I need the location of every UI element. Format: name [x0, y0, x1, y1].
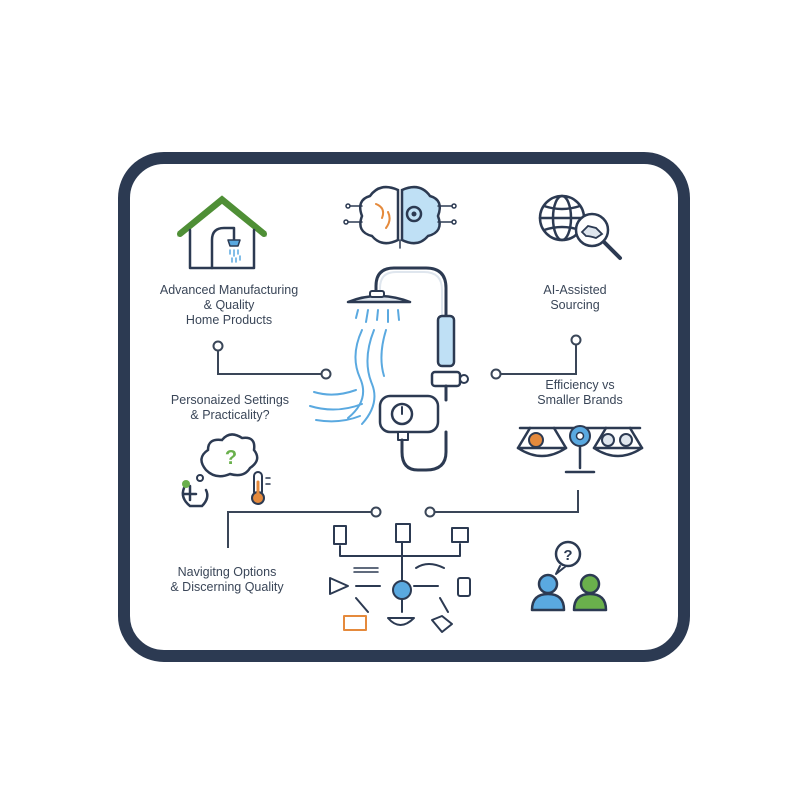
brain-circuit-icon	[343, 185, 457, 249]
house-shower-icon	[177, 195, 267, 270]
shower-system-icon	[309, 266, 469, 472]
label-manufacturing: Advanced Manufacturing & Quality Home Pr…	[159, 283, 299, 327]
thermometer-icon	[251, 471, 271, 505]
thought-question-icon: ?	[181, 433, 259, 508]
label-efficiency: Efficiency vs Smaller Brands	[537, 378, 623, 407]
product-tree-icon	[329, 523, 471, 633]
connector-lines	[212, 334, 582, 548]
svg-text:?: ?	[563, 547, 572, 564]
label-personalized: Personaized Settings & Practicality?	[170, 393, 290, 422]
balance-scale-gears-icon	[516, 425, 644, 474]
globe-handshake-magnifier-icon	[538, 194, 622, 260]
label-ai-sourcing: AI-Assisted Sourcing	[543, 283, 607, 312]
svg-text:?: ?	[225, 447, 237, 469]
people-question-icon: ?	[530, 540, 608, 612]
label-navigating: Navigitng Options & Discerning Quality	[170, 565, 284, 594]
